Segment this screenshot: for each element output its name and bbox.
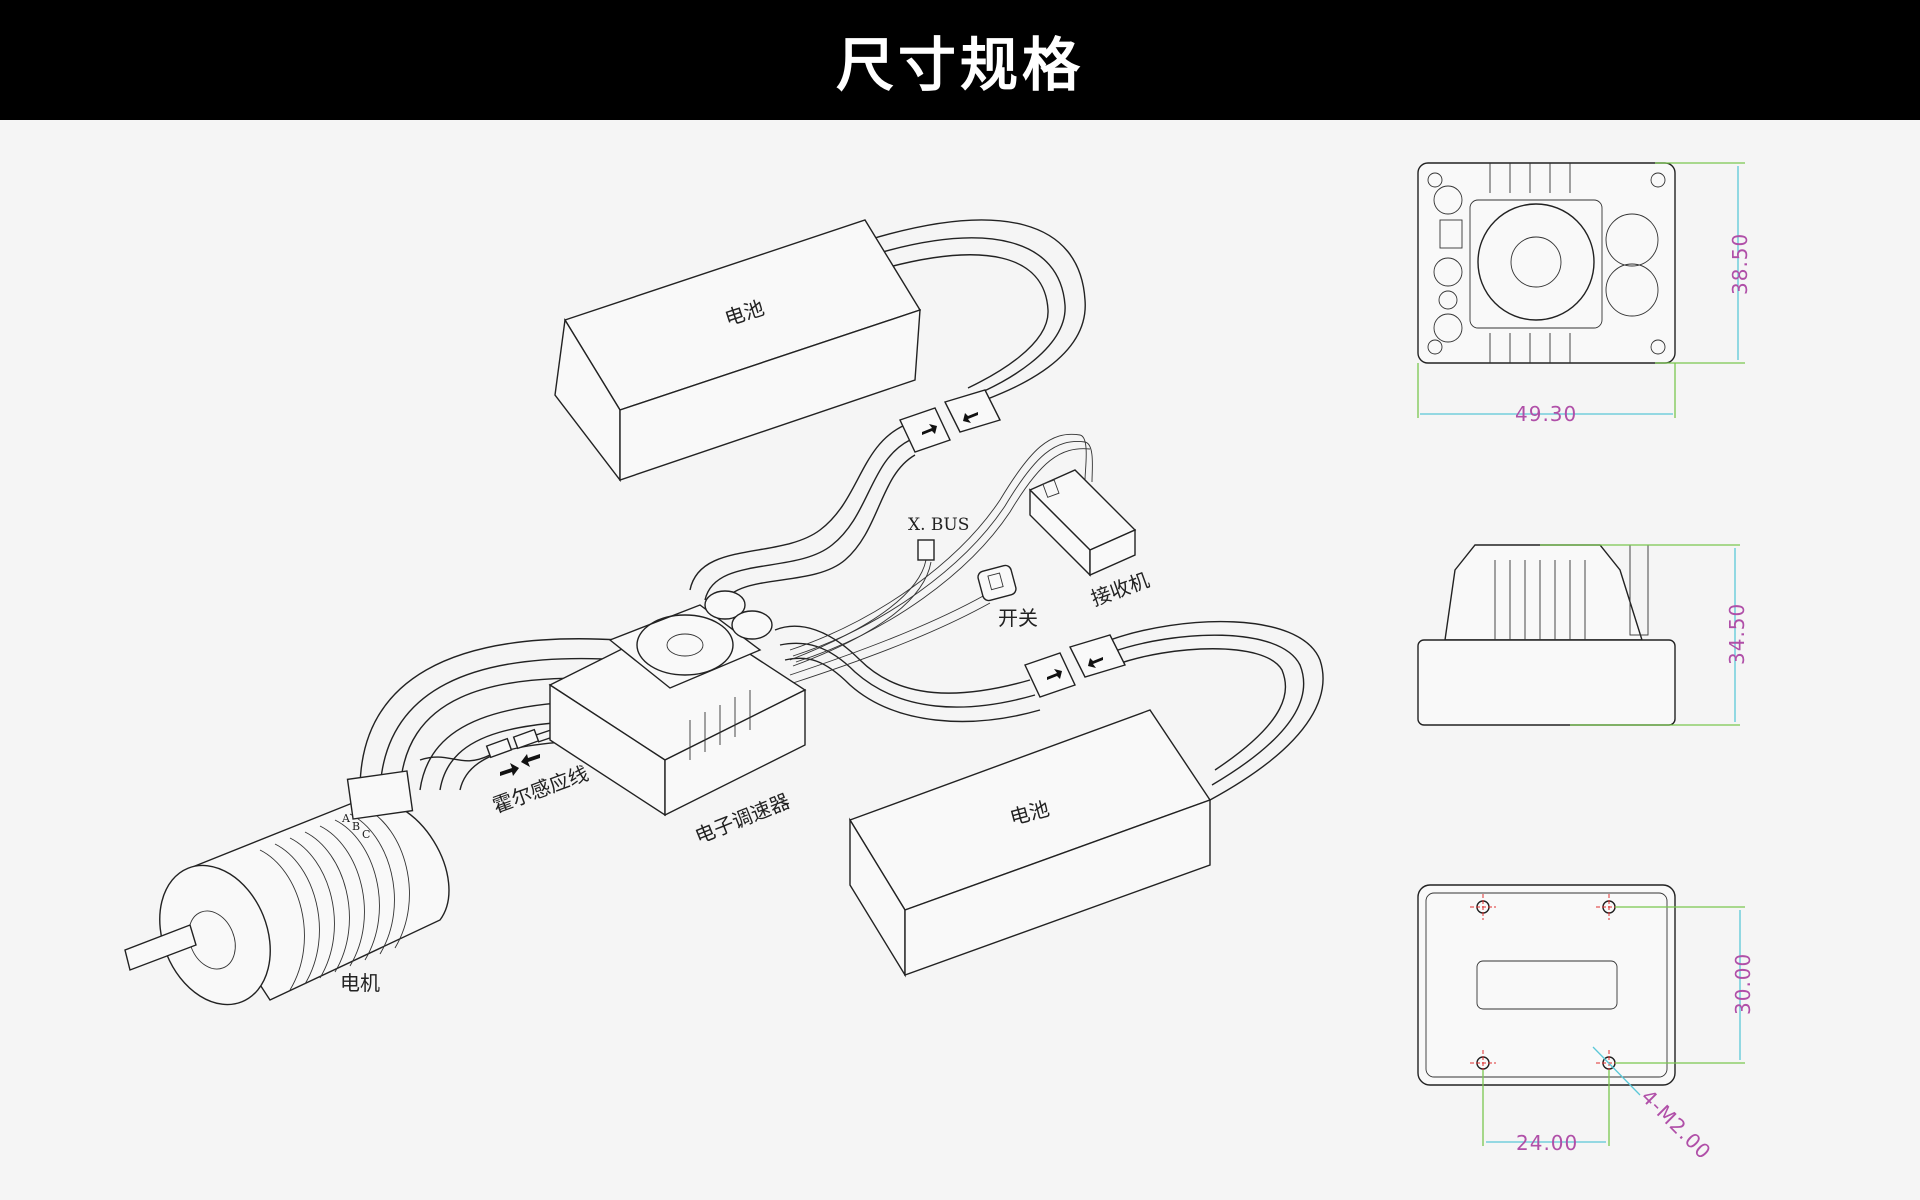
bottom-view: 30.00 24.00 4-M2.00 <box>1417 884 1755 1165</box>
dim-side-height: 34.50 <box>1725 603 1749 665</box>
label-phase-c: C <box>362 828 370 841</box>
arrow-left-icon <box>963 412 978 423</box>
top-view: 38.50 49.30 <box>1417 162 1752 426</box>
xt-connector-top <box>899 389 1001 453</box>
power-switch: 开关 <box>977 564 1038 630</box>
label-phase-a: A <box>341 812 351 825</box>
header-bar: 尺寸规格 <box>0 0 1920 120</box>
battery-bottom: 电池 <box>848 709 1212 978</box>
label-xbus: X. BUS <box>908 515 969 535</box>
arrow-left-icon <box>521 754 540 767</box>
battery-top: 电池 <box>554 219 922 483</box>
motor: A B C 电机 <box>124 770 450 1006</box>
xt-connector-bottom <box>1024 634 1126 698</box>
side-view: 34.50 <box>1417 544 1749 726</box>
label-motor: 电机 <box>340 971 380 995</box>
dim-top-width: 49.30 <box>1515 402 1577 426</box>
label-phase-b: B <box>352 820 360 833</box>
mount-hole <box>1470 894 1496 920</box>
arrow-right-icon <box>500 763 519 776</box>
dim-holes-spec: 4-M2.00 <box>1636 1085 1716 1165</box>
xbus-plug: X. BUS <box>908 515 969 561</box>
dim-hole-horizontal: 24.00 <box>1516 1131 1578 1155</box>
arrow-right-icon <box>922 424 937 435</box>
arrow-right-icon <box>1047 669 1062 680</box>
label-switch: 开关 <box>998 606 1038 630</box>
dim-top-height: 38.50 <box>1728 233 1752 295</box>
dim-hole-vertical: 30.00 <box>1731 953 1755 1015</box>
esc-body: 电子调速器 <box>548 590 807 849</box>
page-title: 尺寸规格 <box>835 31 1084 99</box>
arrow-left-icon <box>1088 657 1103 668</box>
